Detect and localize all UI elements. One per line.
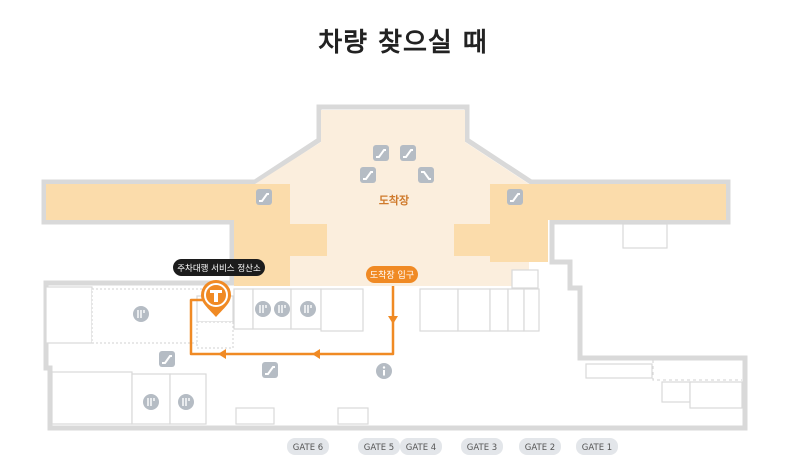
escalator-icon — [507, 189, 523, 205]
gate-badge: GATE 6 — [287, 438, 329, 455]
valet-marker-icon[interactable] — [201, 280, 231, 317]
restaurant-icon — [300, 301, 316, 317]
gate-badge: GATE 4 — [400, 438, 442, 455]
escalator-icon — [159, 351, 175, 367]
svg-text:GATE 4: GATE 4 — [406, 443, 436, 453]
valet-service-label: 주차대행 서비스 정산소 — [173, 259, 265, 276]
valet-service-text: 주차대행 서비스 정산소 — [177, 263, 261, 274]
escalator-icon — [256, 189, 272, 205]
walking-route — [189, 286, 395, 356]
restaurant-icon — [274, 301, 290, 317]
svg-text:GATE 2: GATE 2 — [525, 443, 555, 453]
svg-text:GATE 6: GATE 6 — [293, 443, 323, 453]
arrival-hall-label: 도착장 — [379, 193, 409, 207]
gate-badge: GATE 5 — [358, 438, 400, 455]
restaurant-icon — [255, 301, 271, 317]
dashed-boundaries — [380, 360, 742, 429]
svg-text:GATE 1: GATE 1 — [582, 443, 612, 453]
escalator-icon — [400, 145, 416, 161]
route-arrow-left — [312, 349, 320, 359]
arrival-entrance-text: 도착장 입구 — [370, 269, 414, 281]
gate-badges: GATE 6 GATE 5 GATE 4 GATE 3 GATE 2 GATE … — [287, 438, 618, 455]
escalator-icon — [373, 145, 389, 161]
escalator-icon — [262, 362, 278, 378]
restaurant-icon — [178, 394, 194, 410]
route-arrow-left — [218, 349, 226, 359]
escalator-icon — [360, 167, 376, 183]
route-arrow-down — [388, 316, 398, 324]
restaurant-icon — [133, 306, 149, 322]
svg-text:GATE 5: GATE 5 — [364, 443, 394, 453]
restaurant-icon — [143, 394, 159, 410]
gate-badge: GATE 1 — [576, 438, 618, 455]
gate-badge: GATE 3 — [461, 438, 503, 455]
wing-areas — [46, 184, 726, 286]
page-title: 차량 찾으실 때 — [318, 28, 488, 58]
arrival-entrance-label: 도착장 입구 — [366, 266, 418, 283]
gate-badge: GATE 2 — [519, 438, 561, 455]
information-icon — [376, 363, 392, 379]
building-outline — [41, 104, 748, 431]
svg-text:GATE 3: GATE 3 — [467, 443, 497, 453]
escalator-icon — [418, 167, 434, 183]
